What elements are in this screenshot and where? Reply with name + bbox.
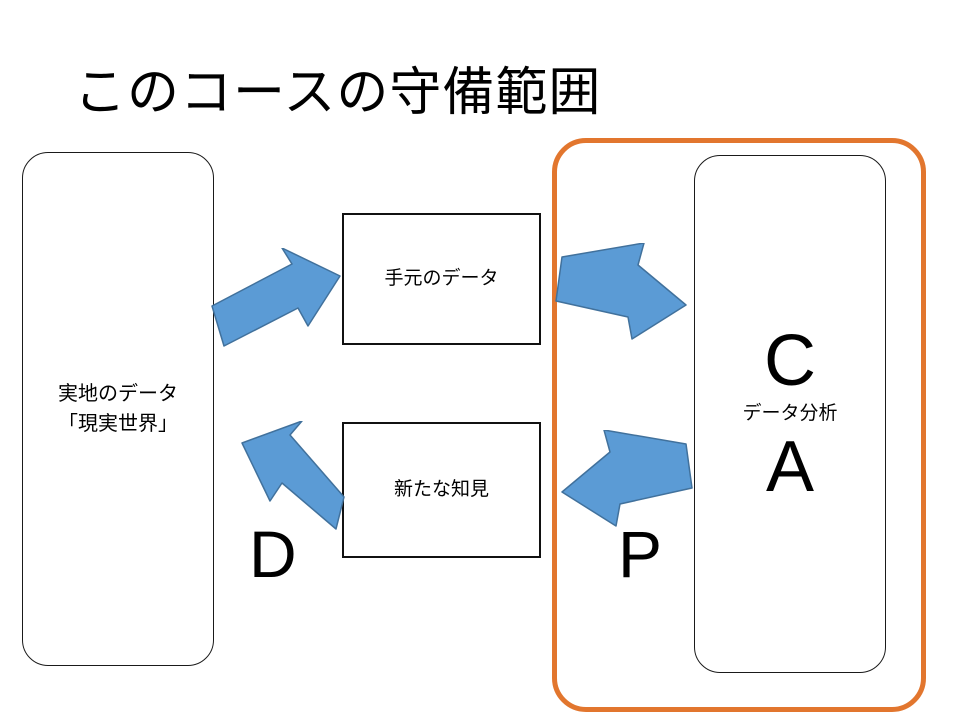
- plan-arrow-left-down-icon: [556, 430, 696, 535]
- analysis-letter-check: C: [764, 321, 816, 401]
- real-world-line-1: 実地のデータ: [58, 383, 178, 405]
- feedback-arrow-left-up-icon: [208, 421, 348, 531]
- collect-arrow-right-up-icon: [206, 248, 346, 348]
- plan-arrow-right-down-icon: [552, 243, 692, 348]
- data-analysis-box[interactable]: C データ分析 A: [694, 155, 886, 673]
- pdca-letter-do: D: [249, 517, 297, 591]
- real-world-line-2: 「現実世界」: [58, 413, 178, 435]
- course-scope-frame: [552, 138, 926, 712]
- data-analysis-stack: C データ分析 A: [695, 323, 885, 505]
- data-at-hand-box[interactable]: 手元のデータ: [342, 213, 541, 345]
- pdca-letter-plan: P: [618, 517, 663, 591]
- page-title: このコースの守備範囲: [74, 64, 602, 122]
- new-insight-label: 新たな知見: [393, 479, 489, 500]
- analysis-letter-act: A: [765, 427, 815, 507]
- real-world-box[interactable]: 実地のデータ 「現実世界」: [22, 152, 214, 666]
- real-world-box-text: 実地のデータ 「現実世界」: [23, 379, 213, 439]
- new-insight-box[interactable]: 新たな知見: [342, 422, 541, 558]
- analysis-subtitle: データ分析: [742, 403, 838, 424]
- data-at-hand-label: 手元のデータ: [384, 268, 499, 289]
